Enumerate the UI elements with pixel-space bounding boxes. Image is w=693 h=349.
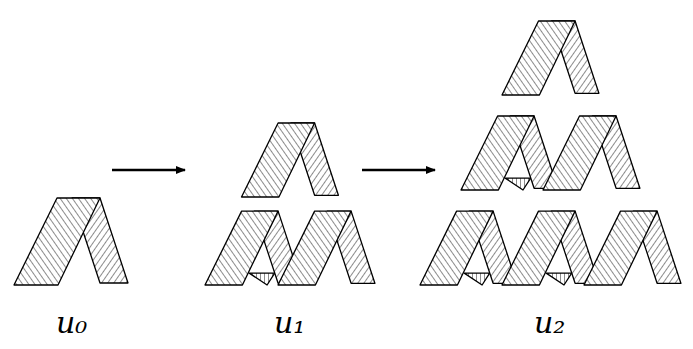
hatched-strip <box>420 211 493 285</box>
tile-ground <box>464 273 490 285</box>
hatched-strip <box>505 178 531 190</box>
tile-ground <box>543 116 616 190</box>
hatched-strip <box>543 116 616 190</box>
tile-ground <box>584 211 657 285</box>
tile-ground <box>14 198 100 285</box>
hatched-strip <box>502 21 575 95</box>
tile-ground <box>249 273 275 285</box>
tile-ground <box>420 211 493 285</box>
figure-label: u₂ <box>534 308 565 338</box>
hatched-strip <box>249 273 275 285</box>
tile-ground <box>278 211 351 285</box>
hatched-strip <box>242 123 315 197</box>
tile-ground <box>461 116 534 190</box>
hatched-strip <box>464 273 490 285</box>
tile-ground <box>502 211 575 285</box>
arrow <box>362 169 435 172</box>
hatched-tiles <box>14 21 681 285</box>
tile-ground <box>205 211 278 285</box>
tile-ground <box>546 273 572 285</box>
tile-ground <box>505 178 531 190</box>
figure-label: u₀ <box>56 308 87 338</box>
hatched-strip <box>502 211 575 285</box>
tile-ground <box>502 21 575 95</box>
hatched-strip <box>14 198 100 285</box>
figure-label: u₁ <box>274 308 305 338</box>
tile-ground <box>242 123 315 197</box>
hatched-strip <box>278 211 351 285</box>
hatched-strip <box>546 273 572 285</box>
hatched-strip <box>205 211 278 285</box>
arrow <box>112 169 185 172</box>
hatched-strip <box>461 116 534 190</box>
hatched-strip <box>584 211 657 285</box>
